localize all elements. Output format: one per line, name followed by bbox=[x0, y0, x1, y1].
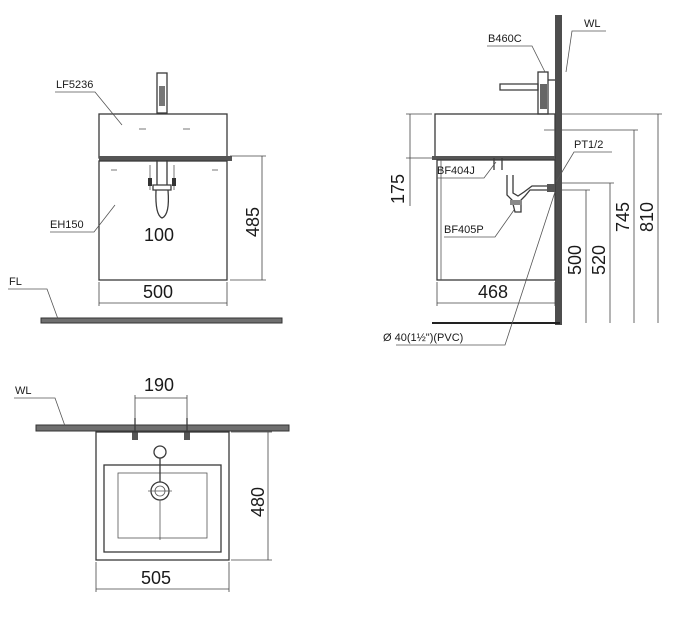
dim-front-width: 500 bbox=[143, 282, 173, 302]
dim-h500: 500 bbox=[565, 245, 585, 275]
label-lf5236: LF5236 bbox=[56, 79, 93, 91]
label-bf405p: BF405P bbox=[444, 224, 484, 236]
plan-wall bbox=[35, 424, 290, 432]
label-bf404j: BF404J bbox=[437, 165, 475, 177]
dim-drain-offset: 100 bbox=[144, 225, 174, 245]
label-fl: FL bbox=[9, 276, 22, 288]
side-basin bbox=[434, 113, 556, 159]
label-b460c: B460C bbox=[488, 33, 522, 45]
front-drain-trap bbox=[148, 160, 176, 219]
label-eh150: EH150 bbox=[50, 219, 84, 231]
side-drain bbox=[493, 158, 555, 213]
label-pt12: PT1/2 bbox=[574, 139, 603, 151]
front-cabinet bbox=[98, 160, 228, 281]
faucet-b460c bbox=[499, 71, 555, 115]
side-wall bbox=[555, 15, 562, 325]
dim-basin-height: 175 bbox=[388, 174, 408, 204]
dim-plan-depth: 480 bbox=[248, 487, 268, 517]
side-view: 468 175 500 520 745 810 B460C WL PT1/2 B… bbox=[383, 15, 662, 346]
dim-side-depth: 468 bbox=[478, 282, 508, 302]
dim-h810: 810 bbox=[637, 202, 657, 232]
label-pvc-pipe: Ø 40(1½")(PVC) bbox=[383, 332, 463, 344]
dim-plan-width: 505 bbox=[141, 568, 171, 588]
label-wl-plan: WL bbox=[15, 385, 32, 397]
dim-h520: 520 bbox=[589, 245, 609, 275]
dim-h745: 745 bbox=[613, 202, 633, 232]
floor-line bbox=[40, 317, 283, 324]
dim-front-height: 485 bbox=[243, 207, 263, 237]
label-wl-side: WL bbox=[584, 18, 601, 30]
plan-basin bbox=[95, 431, 230, 561]
plan-faucet bbox=[153, 445, 167, 459]
plan-view: 190 505 480 WL bbox=[14, 375, 290, 592]
dim-supply-spacing: 190 bbox=[144, 375, 174, 395]
faucet-lf5236 bbox=[156, 72, 168, 114]
front-view: 100 500 485 LF5236 EH150 FL bbox=[8, 72, 283, 324]
side-cabinet bbox=[436, 159, 556, 281]
